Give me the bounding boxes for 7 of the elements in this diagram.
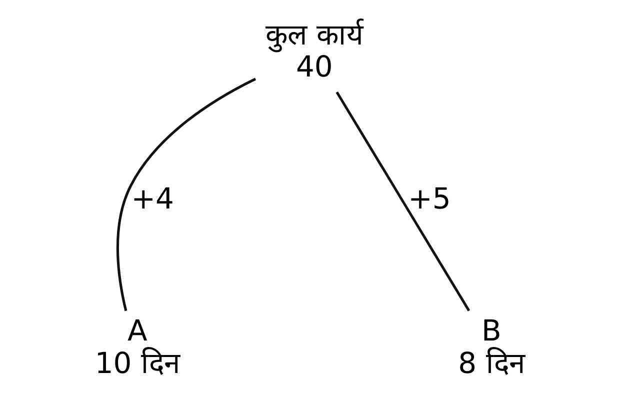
node-text: A 10 दिन (94, 314, 180, 380)
edge-label: +5 (408, 182, 451, 216)
node-text: कुल कार्य 40 (265, 17, 364, 84)
node-text: B 8 दिन (458, 314, 525, 380)
edge-label: +4 (131, 182, 174, 216)
connector (116, 78, 256, 312)
connector (336, 91, 470, 312)
